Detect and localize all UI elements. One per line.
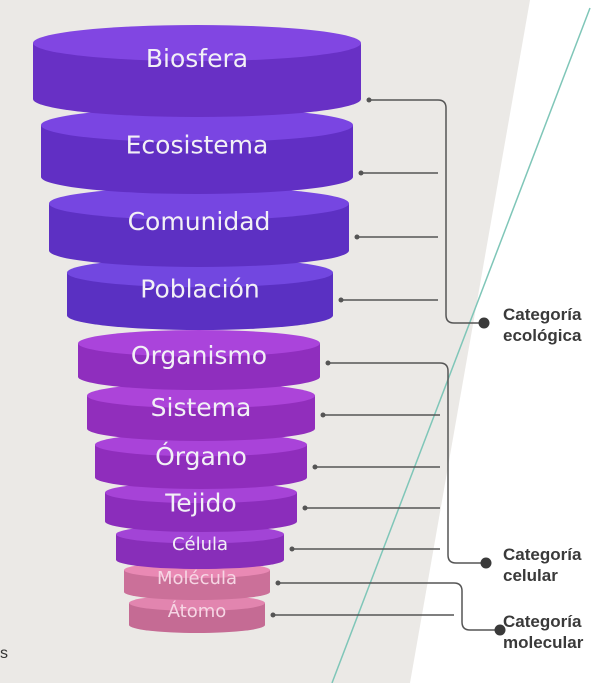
category-ecologica-label: Categoría ecológica bbox=[503, 305, 582, 345]
category-line1: Categoría bbox=[503, 305, 582, 324]
level-label: Átomo bbox=[168, 600, 227, 622]
disc-side bbox=[41, 125, 353, 194]
disc-side bbox=[124, 570, 270, 600]
category-line1: Categoría bbox=[503, 545, 582, 564]
disc-organismo: Organismo bbox=[78, 330, 320, 390]
category-bullet bbox=[478, 317, 490, 329]
disc-comunidad: Comunidad bbox=[49, 187, 350, 268]
disc-top bbox=[33, 25, 361, 62]
disc-ecosistema: Ecosistema bbox=[41, 108, 353, 194]
level-label: Organismo bbox=[131, 341, 267, 370]
disc-side bbox=[105, 492, 297, 532]
connector-lines bbox=[270, 97, 506, 636]
disc-top bbox=[87, 383, 315, 409]
level-label: Población bbox=[140, 274, 259, 303]
level-label: Órgano bbox=[155, 441, 247, 471]
disc-stack: Átomo Molécula Célula Tejido Órgano Sistema Or… bbox=[33, 25, 361, 633]
disc-side bbox=[116, 534, 284, 569]
disc-side bbox=[33, 43, 361, 117]
category-line1: Categoría bbox=[503, 612, 582, 631]
level-label: Ecosistema bbox=[126, 131, 269, 160]
category-celular-label: Categoría celular bbox=[503, 545, 582, 585]
disc-población: Población bbox=[67, 258, 333, 330]
disc-side bbox=[95, 444, 307, 489]
category-line2: celular bbox=[503, 566, 558, 585]
connector-bracket bbox=[439, 362, 486, 564]
connector-bracket bbox=[453, 582, 500, 631]
level-label: Biosfera bbox=[146, 44, 248, 73]
level-label: Comunidad bbox=[128, 207, 271, 236]
level-label: Célula bbox=[172, 534, 228, 555]
disc-side bbox=[129, 603, 265, 633]
category-bullet bbox=[494, 624, 506, 636]
level-label: Tejido bbox=[164, 489, 236, 518]
level-label: Sistema bbox=[151, 393, 252, 422]
disc-órgano: Órgano bbox=[95, 433, 307, 489]
category-line2: ecológica bbox=[503, 326, 582, 345]
disc-sistema: Sistema bbox=[87, 383, 315, 441]
disc-side bbox=[78, 343, 320, 390]
level-label: Molécula bbox=[157, 568, 237, 589]
disc-biosfera: Biosfera bbox=[33, 25, 361, 117]
category-line2: molecular bbox=[503, 633, 584, 652]
disc-top bbox=[49, 187, 349, 220]
disc-átomo: Átomo bbox=[129, 595, 265, 633]
disc-side bbox=[67, 272, 333, 330]
connector-bracket bbox=[437, 99, 484, 324]
category-bullet bbox=[480, 557, 492, 569]
disc-top bbox=[41, 108, 353, 143]
diagonal-accent-line bbox=[331, 7, 591, 683]
disc-tejido: Tejido bbox=[105, 482, 297, 532]
stray-text: s bbox=[0, 645, 8, 662]
disc-top bbox=[78, 330, 320, 357]
disc-side bbox=[49, 203, 350, 268]
category-molecular-label: Categoría molecular bbox=[503, 612, 584, 652]
disc-side bbox=[87, 395, 315, 441]
